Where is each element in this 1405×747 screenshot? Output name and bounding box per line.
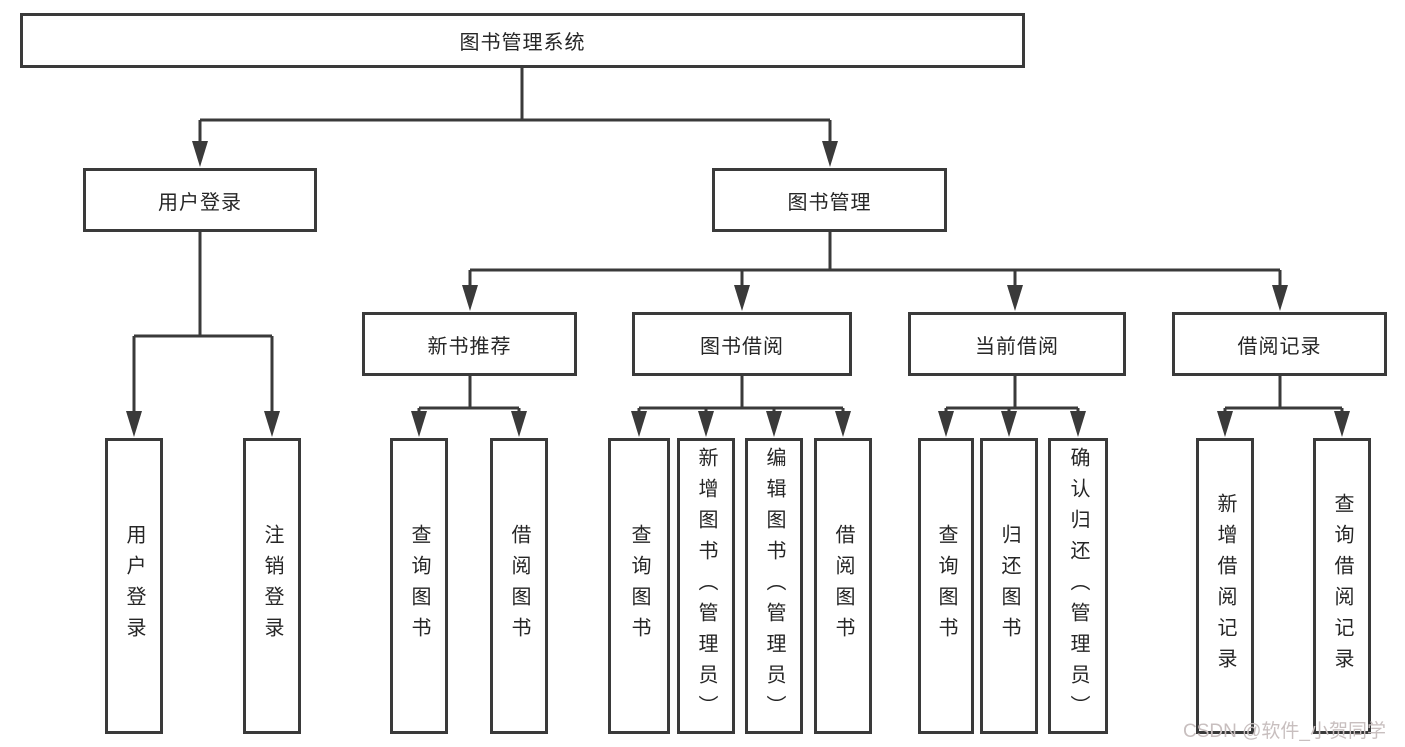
node-user-login: 用户登录 (83, 168, 317, 232)
leaf-query-borrow-record-label: 查询借阅记录 (1331, 493, 1353, 679)
node-book-management: 图书管理 (712, 168, 947, 232)
node-root-label: 图书管理系统 (459, 32, 586, 54)
node-book-borrow: 图书借阅 (632, 312, 852, 376)
node-new-book-recommend: 新书推荐 (362, 312, 577, 376)
csdn-watermark: CSDN @软件_小贺同学 (1183, 721, 1386, 742)
leaf-borrow-books-2: 借阅图书 (814, 438, 872, 734)
node-borrow-records-label: 借阅记录 (1237, 335, 1322, 358)
leaf-confirm-return-admin: 确认归还（管理员） (1048, 438, 1108, 734)
leaf-query-books-3-label: 查询图书 (935, 524, 957, 648)
leaf-logout-label: 注销登录 (261, 524, 283, 648)
leaf-edit-books-admin: 编辑图书（管理员） (745, 438, 803, 734)
node-book-management-label: 图书管理 (787, 191, 872, 214)
leaf-query-books-1: 查询图书 (390, 438, 448, 734)
leaf-borrow-books-1: 借阅图书 (490, 438, 548, 734)
leaf-query-books-1-label: 查询图书 (408, 524, 430, 648)
leaf-edit-books-admin-label: 编辑图书（管理员） (763, 446, 785, 726)
leaf-confirm-return-admin-label: 确认归还（管理员） (1067, 446, 1089, 726)
leaf-user-login: 用户登录 (105, 438, 163, 734)
leaf-borrow-books-1-label: 借阅图书 (508, 524, 530, 648)
node-current-borrow: 当前借阅 (908, 312, 1126, 376)
leaf-query-books-3: 查询图书 (918, 438, 974, 734)
leaf-query-borrow-record: 查询借阅记录 (1313, 438, 1371, 734)
leaf-query-books-2: 查询图书 (608, 438, 670, 734)
node-current-borrow-label: 当前借阅 (975, 335, 1059, 358)
leaf-add-borrow-record-label: 新增借阅记录 (1214, 493, 1236, 679)
leaf-user-login-label: 用户登录 (123, 524, 145, 648)
leaf-query-books-2-label: 查询图书 (628, 524, 650, 648)
node-new-book-recommend-label: 新书推荐 (427, 335, 512, 358)
leaf-return-books-label: 归还图书 (998, 524, 1020, 648)
leaf-logout: 注销登录 (243, 438, 301, 734)
node-book-borrow-label: 图书借阅 (700, 335, 784, 358)
leaf-return-books: 归还图书 (980, 438, 1038, 734)
node-user-login-label: 用户登录 (158, 191, 242, 214)
node-root-system: 图书管理系统 (20, 13, 1025, 68)
node-borrow-records: 借阅记录 (1172, 312, 1387, 376)
leaf-borrow-books-2-label: 借阅图书 (832, 524, 854, 648)
leaf-add-books-admin: 新增图书（管理员） (677, 438, 735, 734)
leaf-add-books-admin-label: 新增图书（管理员） (695, 446, 717, 726)
leaf-add-borrow-record: 新增借阅记录 (1196, 438, 1254, 734)
